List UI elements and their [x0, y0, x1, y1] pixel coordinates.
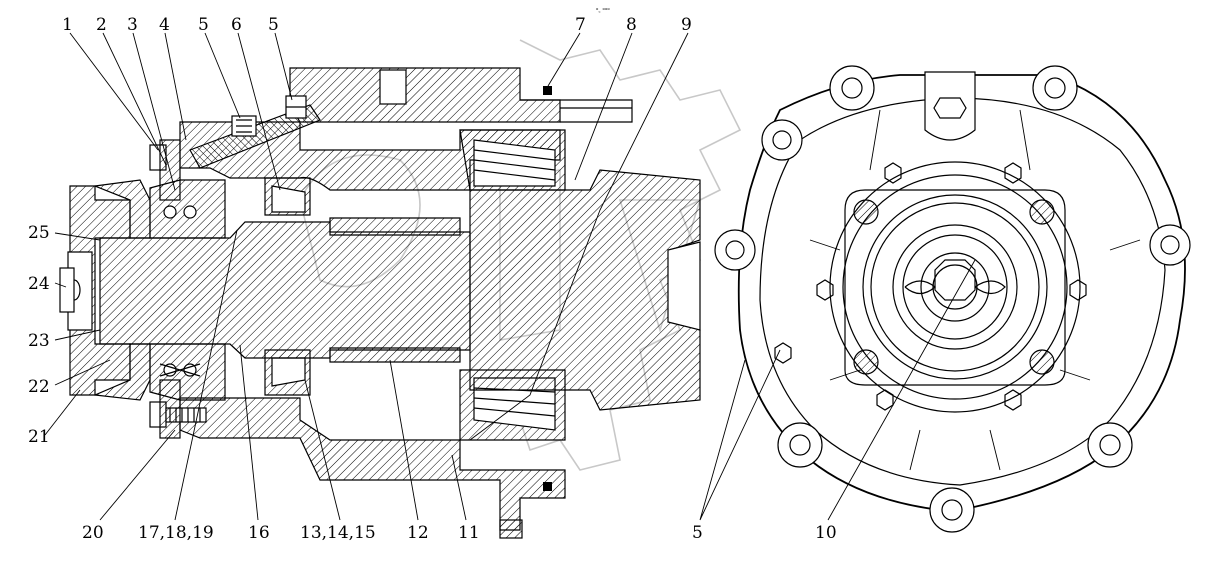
callout-12: 12: [407, 523, 429, 543]
callout-23: 23: [28, 331, 50, 351]
callout-16: 16: [248, 523, 270, 543]
callout-17-18-19: 17,18,19: [138, 523, 214, 543]
callout-13-14-15: 13,14,15: [300, 523, 376, 543]
end-view: [714, 65, 1191, 533]
callout-9: 9: [681, 15, 692, 35]
callout-3: 3: [127, 15, 138, 35]
leader-lines: [44, 32, 976, 521]
callout-5-upper-left: 5: [198, 15, 209, 35]
stamp-text: ᵒ꜀ ᵒᵒᵒ: [596, 7, 610, 14]
callout-7: 7: [575, 15, 586, 35]
callout-25: 25: [28, 223, 50, 243]
callout-24: 24: [28, 274, 50, 294]
callout-2: 2: [96, 15, 107, 35]
callout-10: 10: [815, 523, 837, 543]
callout-5-upper-right: 5: [268, 15, 279, 35]
callout-11: 11: [458, 523, 480, 543]
callout-21: 21: [28, 427, 50, 447]
callout-20: 20: [82, 523, 104, 543]
callout-numbers: 1 2 3 4 5 6 5 7 8 9 25 24 23 22 21 20 17…: [28, 15, 837, 543]
callout-6: 6: [231, 15, 242, 35]
callout-22: 22: [28, 377, 50, 397]
callout-5-lower: 5: [692, 523, 703, 543]
callout-8: 8: [626, 15, 637, 35]
callout-4: 4: [159, 15, 170, 35]
sectional-view: [59, 67, 701, 539]
callout-1: 1: [62, 15, 73, 35]
